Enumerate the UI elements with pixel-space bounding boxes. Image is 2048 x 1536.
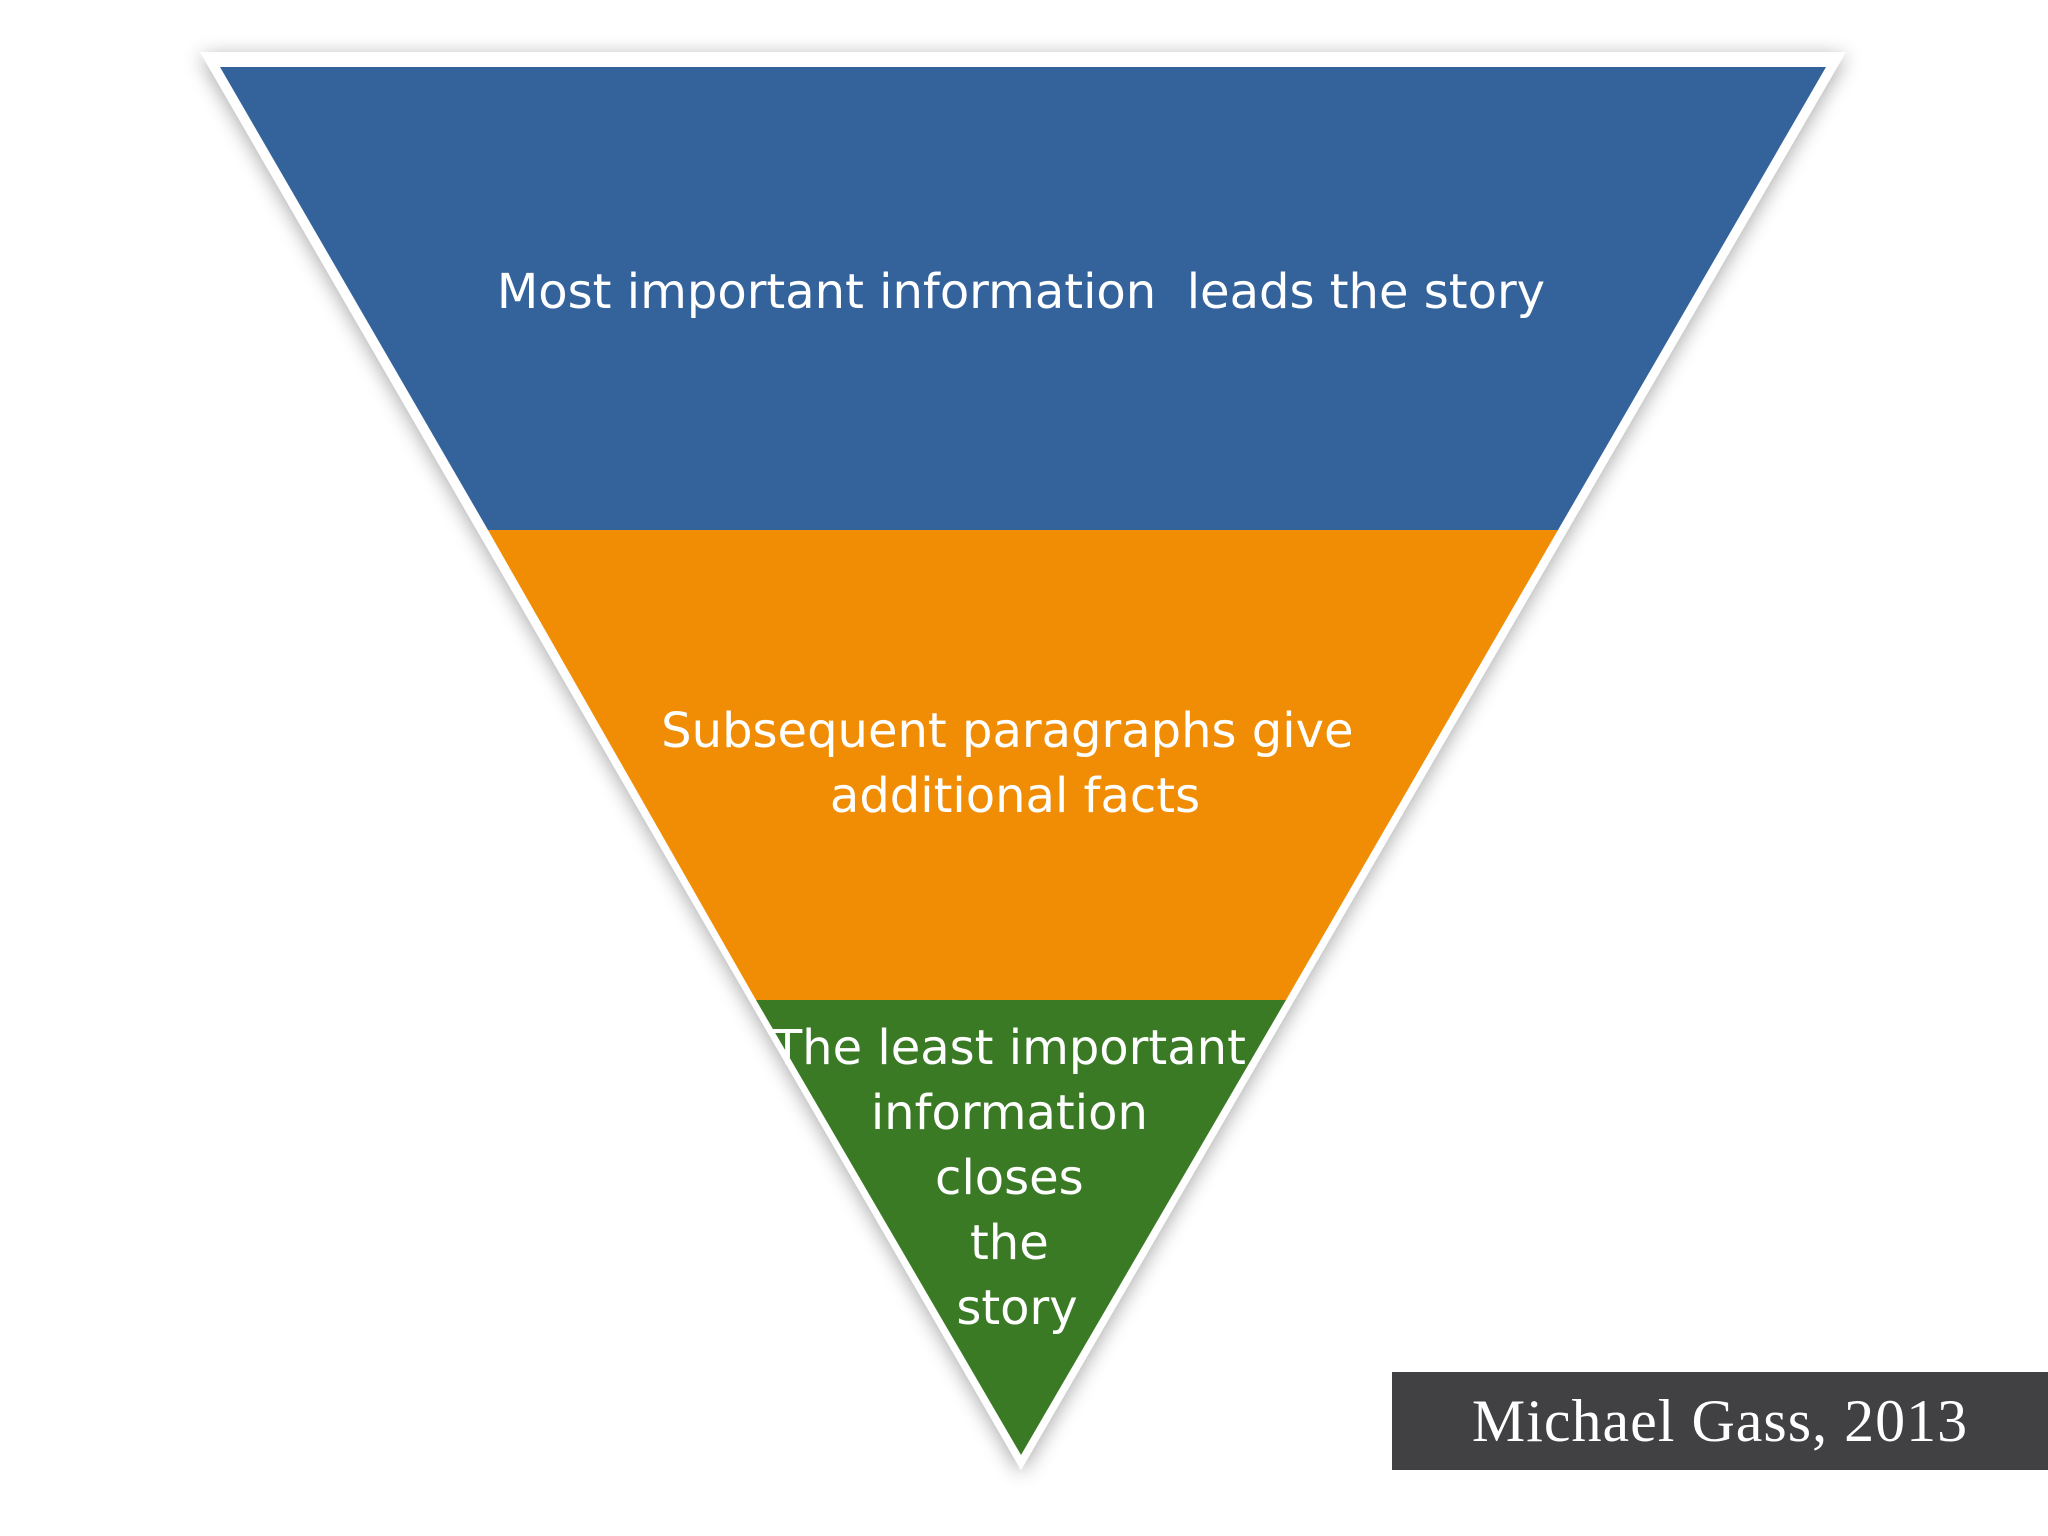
- credit-badge: Michael Gass, 2013: [1392, 1372, 2048, 1470]
- tier-bottom-line: closes: [935, 1150, 1084, 1206]
- tier-top-band: [220, 67, 1826, 530]
- tier-bottom-line: the: [970, 1215, 1049, 1271]
- tier-bottom-band: [756, 1000, 1286, 1455]
- tier-bottom-line: The least important: [772, 1020, 1246, 1076]
- tier-bottom-label: The least important information closes t…: [772, 1020, 1261, 1336]
- tier-middle-band: [488, 530, 1558, 1000]
- tier-bottom-line: story: [956, 1280, 1077, 1336]
- tier-bottom-line: information: [871, 1085, 1148, 1141]
- tier-top-line: Most important information leads the sto…: [497, 264, 1545, 320]
- tier-top-label: Most important information leads the sto…: [497, 264, 1545, 320]
- tier-middle-label: Subsequent paragraphs give additional fa…: [661, 703, 1369, 824]
- credit-text: Michael Gass, 2013: [1471, 1387, 1969, 1454]
- tier-middle-line: Subsequent paragraphs give: [661, 703, 1353, 759]
- tier-middle-line: additional facts: [830, 768, 1200, 824]
